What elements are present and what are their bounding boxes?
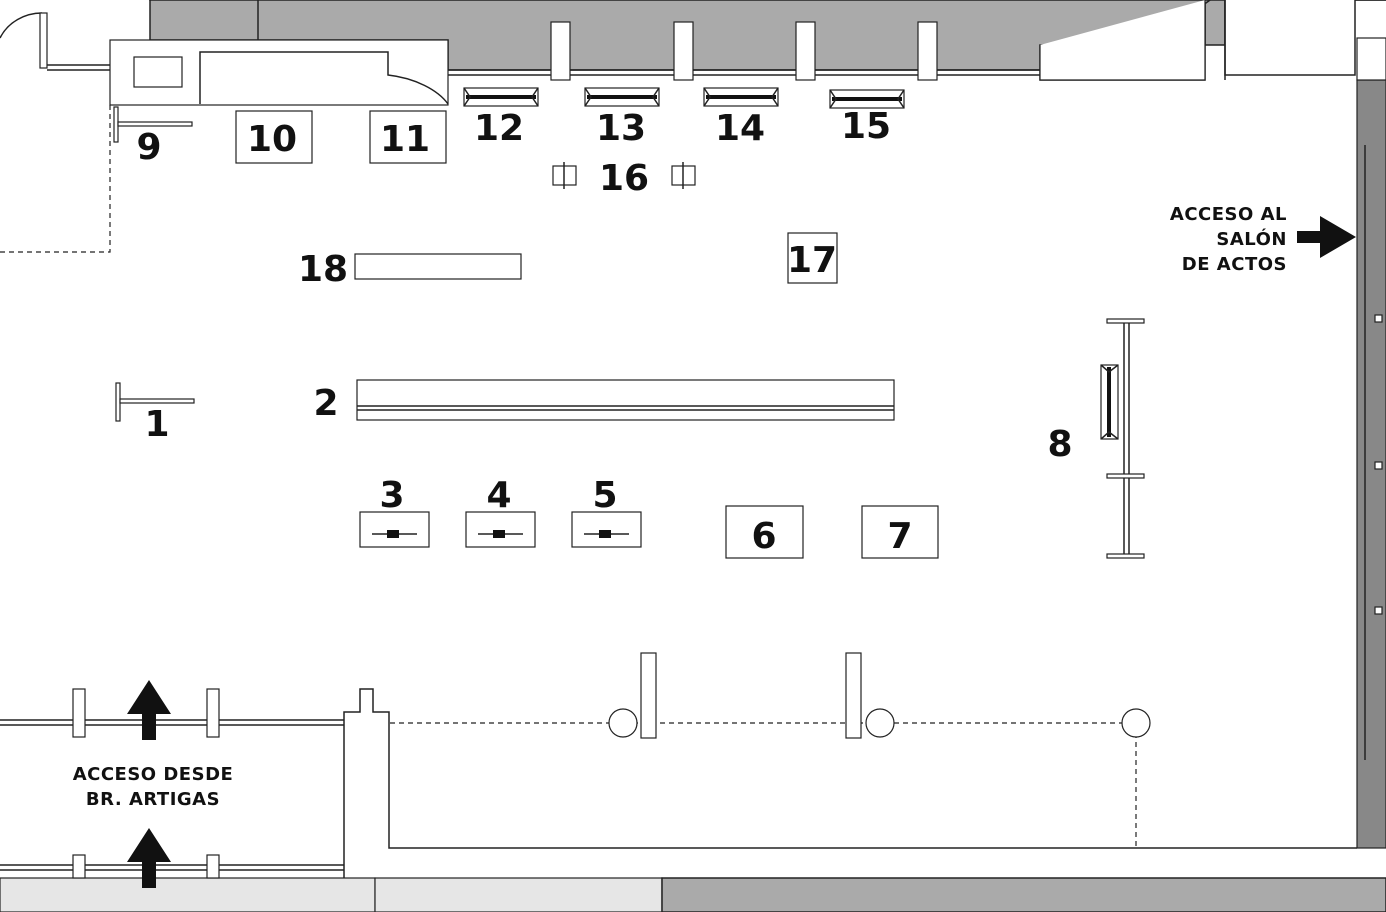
label-5: 5 — [592, 475, 617, 516]
stand-3 — [359, 511, 430, 548]
stand-6 — [725, 505, 804, 559]
door-leaf — [39, 12, 48, 69]
label-18: 18 — [298, 249, 348, 290]
label-12: 12 — [474, 108, 524, 149]
access-salon-line-3: DE ACTOS — [1182, 254, 1287, 275]
entrance-post — [72, 854, 86, 879]
label-13: 13 — [596, 108, 646, 149]
panel-stand — [640, 652, 657, 739]
label-9: 9 — [136, 127, 161, 168]
arrow-right-icon — [1297, 216, 1356, 258]
label-15: 15 — [841, 106, 891, 147]
entrance-post — [206, 854, 220, 879]
label-6: 6 — [751, 516, 776, 557]
access-artigas-line-1: ACCESO DESDE — [73, 764, 234, 785]
pilaster — [550, 21, 571, 81]
top-right-wall — [1039, 0, 1206, 81]
stand-9-arm — [117, 121, 193, 127]
panel-stand — [845, 652, 862, 739]
label-16: 16 — [599, 158, 649, 199]
label-4: 4 — [486, 475, 511, 516]
bottom-strip-left — [0, 877, 376, 912]
column-marker — [1374, 461, 1383, 470]
dashed-beam — [390, 722, 1137, 848]
bottom-strip-right — [661, 877, 1386, 912]
label-7: 7 — [887, 516, 912, 557]
vitrine-12 — [463, 87, 539, 107]
pilaster — [673, 21, 694, 81]
column — [1121, 708, 1151, 738]
stand-16-left — [552, 162, 577, 189]
stand-17 — [787, 232, 838, 284]
table-2 — [356, 379, 895, 421]
label-17: 17 — [787, 240, 837, 281]
column — [608, 708, 638, 738]
bottom-strip-mid — [374, 877, 663, 912]
right-wall-cap — [1356, 37, 1386, 81]
access-salon-line-1: ACCESO AL — [1170, 204, 1287, 225]
entrance-post — [72, 688, 86, 738]
label-8: 8 — [1047, 424, 1072, 465]
pilaster — [795, 21, 816, 81]
stand-11 — [369, 110, 447, 164]
stand-10 — [235, 110, 313, 164]
label-3: 3 — [379, 475, 404, 516]
label-2: 2 — [313, 383, 338, 424]
vitrine-15 — [829, 89, 905, 109]
dashed-zone — [0, 105, 111, 253]
stand-5 — [571, 511, 642, 548]
access-artigas-line-2: BR. ARTIGAS — [86, 789, 220, 810]
stand-4 — [465, 511, 536, 548]
bottom-wall-outline — [343, 688, 1357, 878]
arrow-up-icon — [127, 828, 171, 888]
column-marker — [1374, 606, 1383, 615]
label-11: 11 — [380, 119, 430, 160]
pilaster — [917, 21, 938, 81]
counter-sink — [133, 56, 183, 88]
arrow-up-icon — [127, 680, 171, 740]
stand-1-arm — [119, 398, 195, 404]
stand-16-right — [671, 162, 696, 189]
access-salon-line-2: SALÓN — [1216, 228, 1287, 250]
counter-desk — [199, 51, 449, 105]
vitrine-14 — [703, 87, 779, 107]
column-marker — [1374, 314, 1383, 323]
door-swing — [0, 12, 43, 39]
vitrine-13 — [584, 87, 660, 107]
label-1: 1 — [144, 404, 169, 445]
stand-8 — [1100, 318, 1145, 559]
label-10: 10 — [247, 119, 297, 160]
stand-7 — [861, 505, 939, 559]
column — [865, 708, 895, 738]
bench-18 — [354, 253, 522, 280]
entrance-post — [206, 688, 220, 738]
label-14: 14 — [715, 108, 765, 149]
